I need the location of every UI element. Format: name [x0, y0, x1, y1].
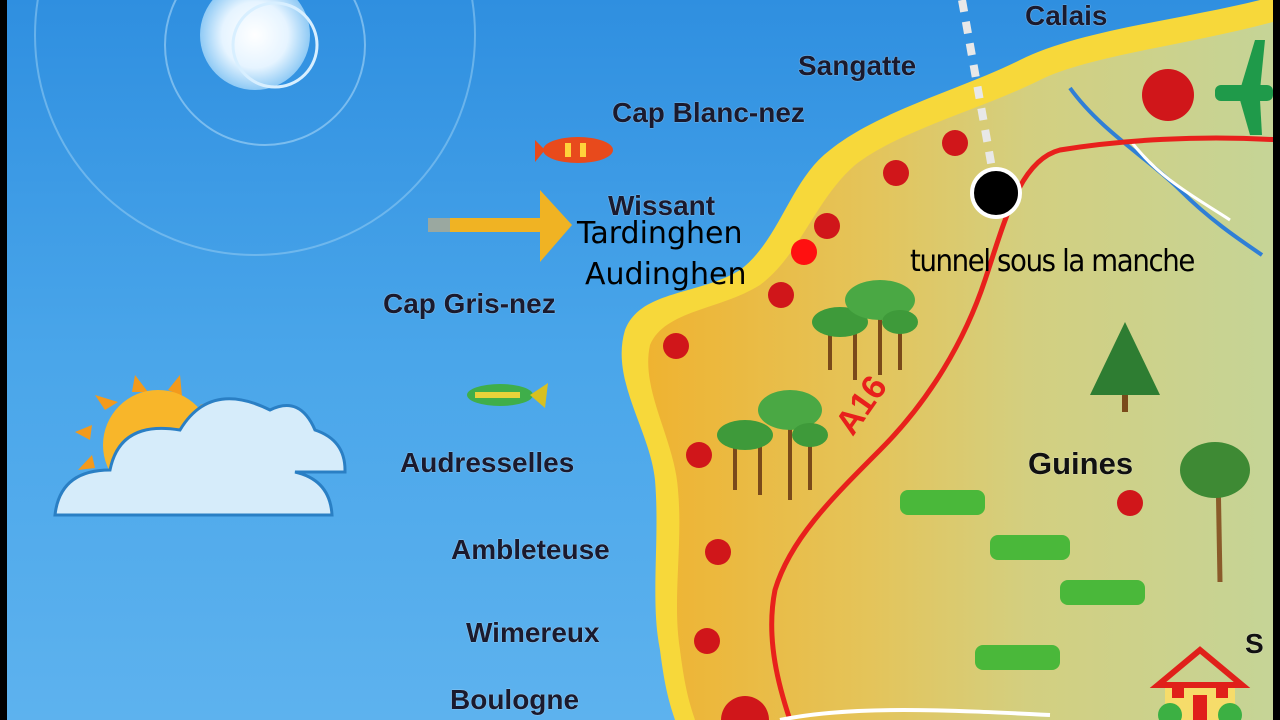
river	[1128, 139, 1231, 222]
label-tardinghen: Tardinghen	[577, 216, 743, 251]
tree-icon	[1090, 322, 1160, 412]
label-audinghen: Audinghen	[585, 257, 747, 292]
road	[779, 708, 1051, 720]
label-tunnel: tunnel sous la manche	[910, 244, 1195, 279]
place-wissant: Wissant	[608, 190, 716, 221]
tree-icon	[1180, 442, 1250, 583]
fish-icon	[467, 383, 548, 408]
left-letterbox	[0, 0, 7, 720]
place-calais: Calais	[1025, 0, 1108, 31]
place-wimereux: Wimereux	[466, 617, 600, 648]
town-dots	[663, 69, 1194, 720]
place-guines: Guines	[1028, 446, 1134, 481]
place-cap-blanc-nez: Cap Blanc-nez	[612, 97, 805, 128]
town-dot	[705, 539, 731, 565]
town-dot	[814, 213, 840, 239]
town-dot	[1142, 69, 1194, 121]
tree-icon	[812, 280, 918, 380]
town-dot	[694, 628, 720, 654]
town-dot	[768, 282, 794, 308]
tree-icon	[717, 390, 828, 500]
sun-cloud-icon	[53, 375, 347, 517]
town-dot	[1117, 490, 1143, 516]
road-a16	[769, 135, 1280, 720]
fish-icon	[535, 137, 613, 163]
place-partial: S	[1245, 628, 1264, 659]
tunnel-line	[958, 0, 999, 186]
sun-icon	[34, 0, 476, 256]
land	[648, 20, 1280, 720]
grass-icon	[900, 490, 1145, 670]
place-ambleteuse: Ambleteuse	[451, 534, 610, 565]
tunnel-dot	[970, 167, 1022, 219]
river	[1068, 86, 1264, 257]
town-dot	[883, 160, 909, 186]
town-dot	[721, 696, 769, 720]
place-boulogne: Boulogne	[450, 684, 580, 715]
place-cap-gris-nez: Cap Gris-nez	[383, 288, 556, 319]
town-dot	[663, 333, 689, 359]
place-audresselles: Audresselles	[400, 447, 575, 478]
house-icon	[1149, 646, 1251, 720]
arrow-icon	[428, 190, 572, 262]
town-dot	[942, 130, 968, 156]
right-letterbox	[1273, 0, 1280, 720]
place-sangatte: Sangatte	[798, 50, 917, 81]
town-dot	[686, 442, 712, 468]
town-dot	[791, 239, 817, 265]
airplane-icon	[1215, 40, 1273, 135]
